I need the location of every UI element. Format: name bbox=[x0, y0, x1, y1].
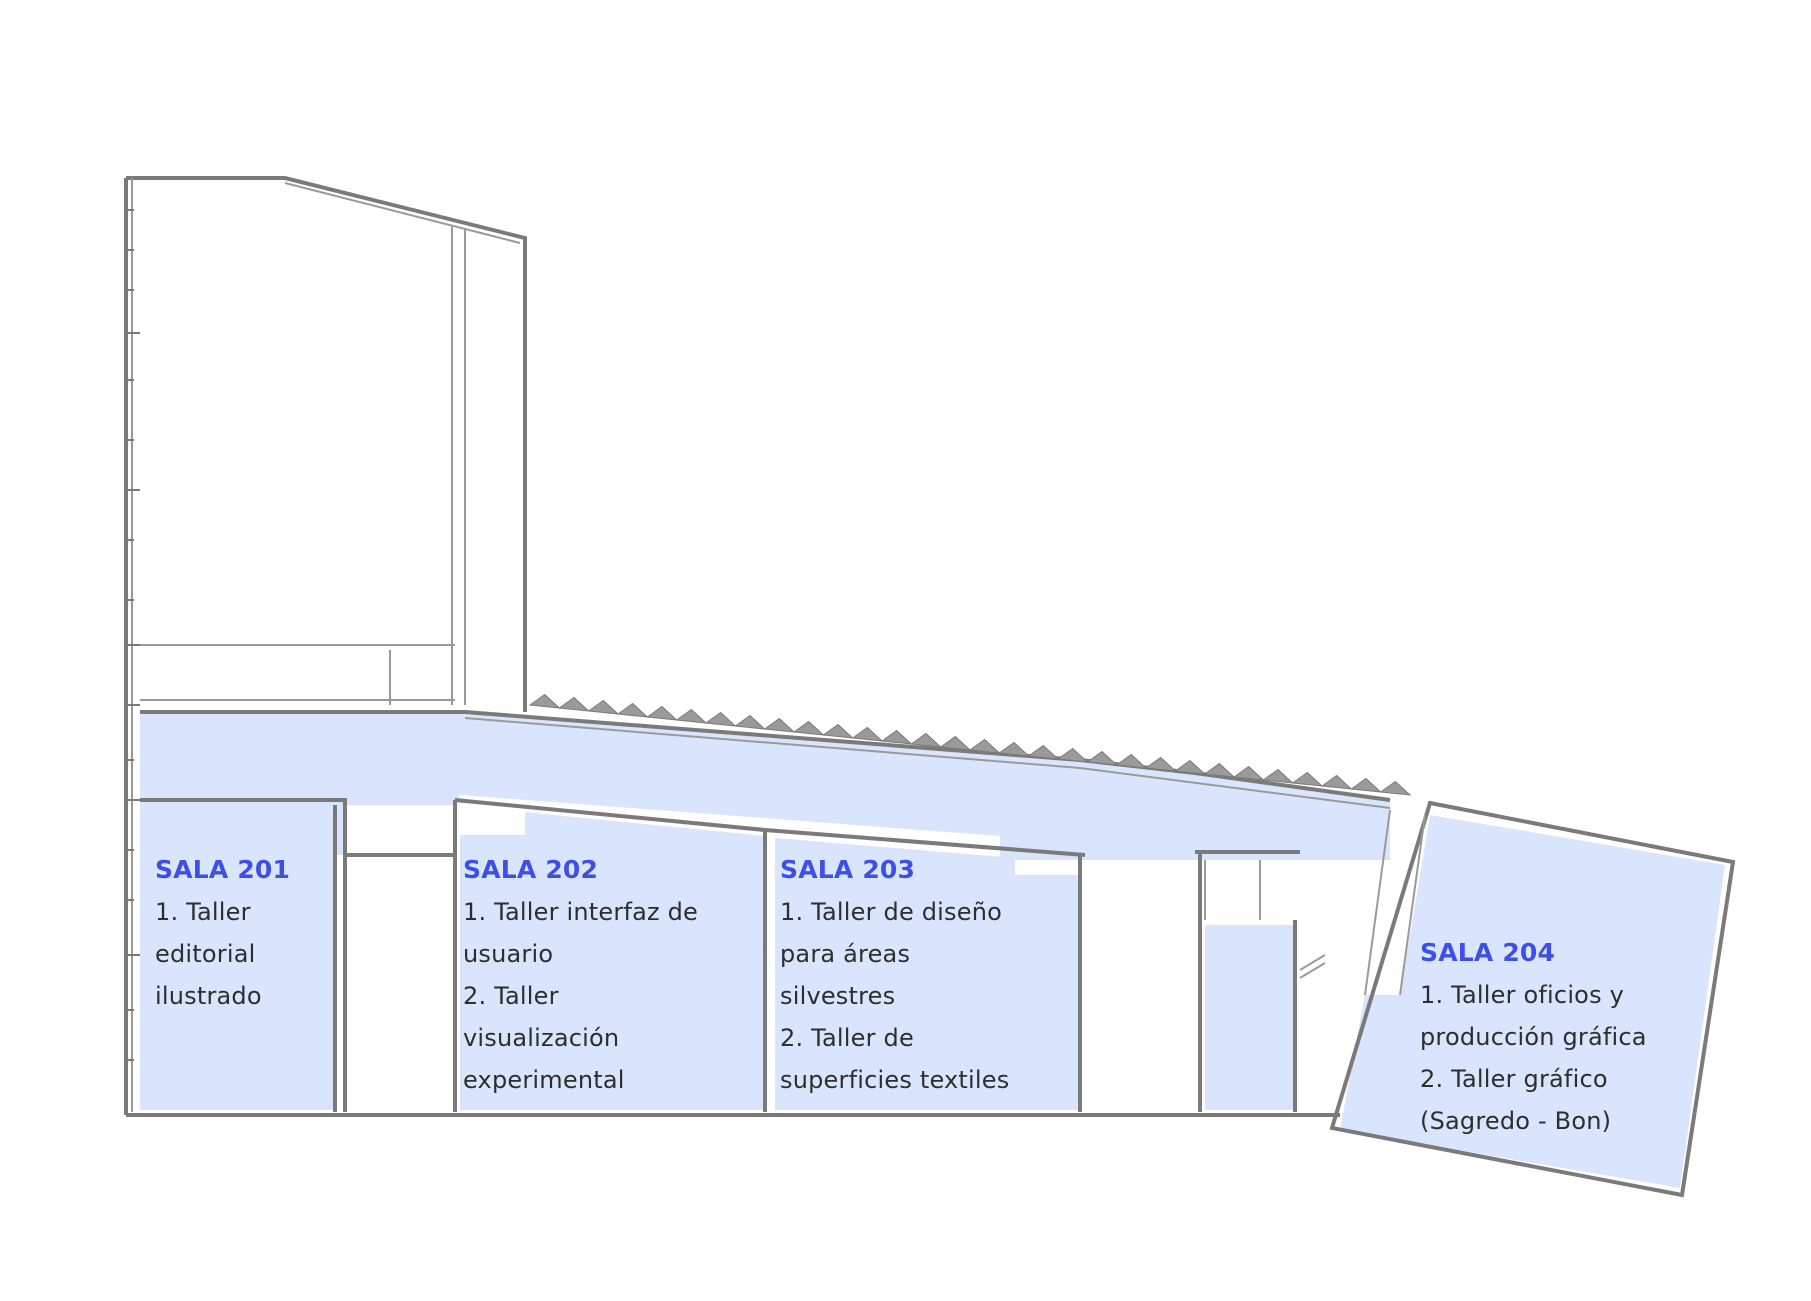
room-204-line: producción gráfica bbox=[1420, 1023, 1647, 1051]
sawtooth-tooth bbox=[1349, 777, 1383, 793]
sawtooth-tooth bbox=[1085, 750, 1119, 766]
sawtooth-tooth bbox=[763, 717, 796, 733]
room-203-area bbox=[775, 838, 1080, 1110]
room-203-line: silvestres bbox=[780, 982, 896, 1010]
room-201-title: SALA 201 bbox=[155, 855, 291, 884]
sawtooth-tooth bbox=[733, 714, 767, 730]
sawtooth-tooth bbox=[557, 696, 591, 712]
sawtooth-tooth bbox=[1203, 762, 1236, 778]
room-202-title: SALA 202 bbox=[463, 855, 599, 884]
room-204-line: 1. Taller oficios y bbox=[1420, 981, 1625, 1009]
sawtooth-tooth bbox=[1379, 780, 1412, 796]
sawtooth-tooth bbox=[1115, 753, 1148, 769]
sawtooth-tooth bbox=[880, 729, 913, 745]
room-203-label: SALA 203 1. Taller de diseño para áreas … bbox=[780, 849, 1009, 1101]
room-202-line: experimental bbox=[463, 1066, 625, 1094]
room-201-area bbox=[140, 802, 335, 1110]
sawtooth-tooth bbox=[587, 699, 620, 715]
room-203-line: 1. Taller de diseño bbox=[780, 898, 1003, 926]
sawtooth-tooth bbox=[939, 735, 972, 751]
room-201-line: editorial bbox=[155, 940, 256, 968]
room-203-title: SALA 203 bbox=[780, 855, 916, 884]
room-202-line: 2. Taller bbox=[463, 982, 559, 1010]
sawtooth-tooth bbox=[1261, 768, 1295, 784]
room-201-line: 1. Taller bbox=[155, 898, 251, 926]
room-202-area bbox=[460, 812, 765, 1110]
sawtooth-tooth bbox=[1291, 771, 1324, 787]
sawtooth-tooth bbox=[997, 741, 1031, 757]
sawtooth-tooth bbox=[968, 738, 1001, 754]
room-202-line: visualización bbox=[463, 1024, 620, 1052]
room-203-line: superficies textiles bbox=[780, 1066, 1010, 1094]
room-202-line: 1. Taller interfaz de bbox=[463, 898, 699, 926]
corridor bbox=[140, 712, 1390, 860]
sawtooth-tooth bbox=[1027, 744, 1060, 760]
sawtooth-tooth bbox=[821, 723, 855, 739]
sawtooth-tooth bbox=[1320, 774, 1353, 790]
sawtooth-tooth bbox=[1144, 756, 1177, 772]
room-204-area bbox=[1340, 815, 1725, 1188]
room-203-line: para áreas bbox=[780, 940, 911, 968]
sawtooth-tooth bbox=[675, 708, 708, 724]
sawtooth-tooth bbox=[1056, 747, 1089, 763]
sawtooth-tooth bbox=[528, 693, 561, 709]
room-204-line: (Sagredo - Bon) bbox=[1420, 1107, 1612, 1135]
room-201-label: SALA 201 1. Taller editorial ilustrado bbox=[155, 849, 290, 1017]
sawtooth-tooth bbox=[851, 726, 884, 742]
sawtooth-tooth bbox=[645, 705, 679, 721]
storage-area bbox=[1205, 925, 1295, 1110]
sawtooth-tooth bbox=[616, 702, 649, 718]
sawtooth-tooth bbox=[704, 711, 737, 727]
room-204-title: SALA 204 bbox=[1420, 938, 1556, 967]
room-204-label: SALA 204 1. Taller oficios y producción … bbox=[1420, 932, 1647, 1142]
sawtooth-tooth bbox=[1232, 765, 1265, 781]
sawtooth-tooth bbox=[909, 732, 943, 748]
sawtooth-tooth bbox=[792, 720, 825, 736]
room-204-line: 2. Taller gráfico bbox=[1420, 1065, 1608, 1093]
room-201-line: ilustrado bbox=[155, 982, 262, 1010]
sawtooth-tooth bbox=[1173, 759, 1207, 775]
room-203-line: 2. Taller de bbox=[780, 1024, 914, 1052]
room-202-line: usuario bbox=[463, 940, 554, 968]
roof-sawtooth bbox=[528, 693, 1412, 796]
room-202-label: SALA 202 1. Taller interfaz de usuario 2… bbox=[463, 849, 698, 1101]
